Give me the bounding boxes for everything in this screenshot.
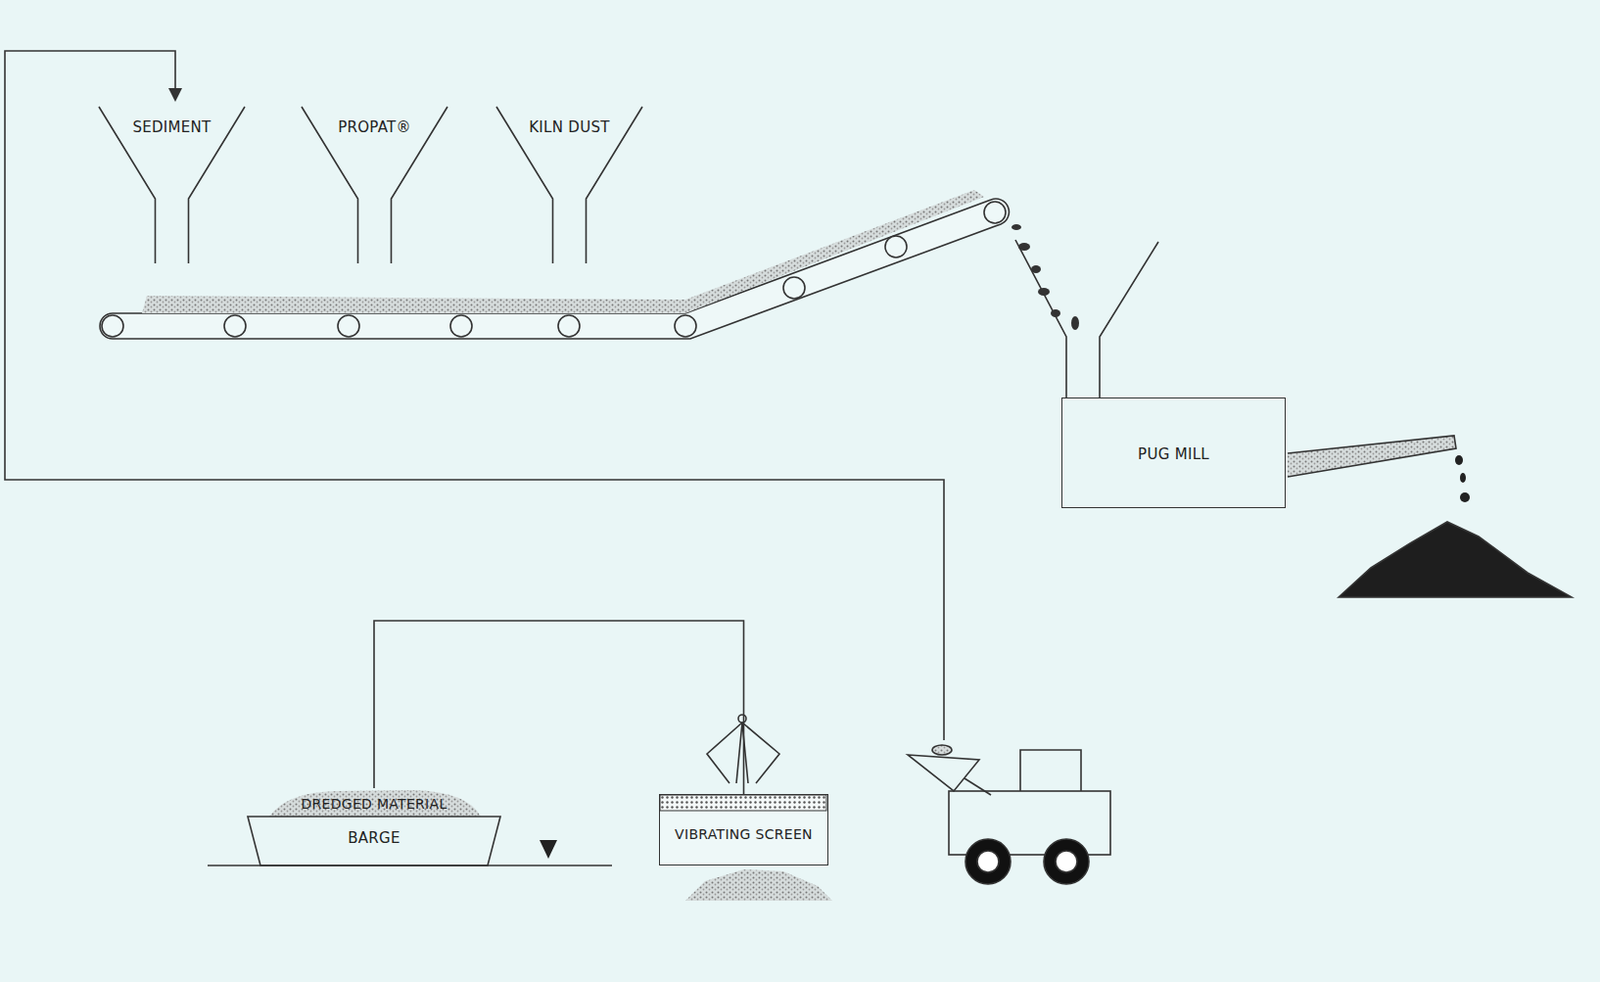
node-label: PUG MILL bbox=[1062, 445, 1285, 464]
node-sublabel: BARGE bbox=[247, 829, 501, 848]
return-line bbox=[4, 50, 944, 741]
falling-material bbox=[1011, 224, 1080, 330]
conveyor-roller bbox=[984, 201, 1006, 224]
belt-material bbox=[141, 189, 985, 314]
screen-mesh bbox=[659, 795, 827, 811]
conveyor-roller bbox=[558, 315, 580, 337]
node-label: KILN DUST bbox=[496, 118, 643, 137]
return-arrowhead bbox=[168, 88, 183, 102]
flow-connector bbox=[374, 620, 745, 795]
screened-pile bbox=[685, 869, 833, 901]
vibrating-screen-box: VIBRATING SCREEN bbox=[658, 794, 829, 866]
conveyor-rollers bbox=[101, 201, 1006, 337]
conveyor-roller bbox=[885, 235, 907, 258]
feed-hopper: PROPAT® bbox=[301, 106, 448, 264]
conveyor-roller bbox=[337, 315, 360, 337]
feed-hopper: KILN DUST bbox=[496, 106, 643, 264]
conveyor-roller bbox=[783, 277, 805, 299]
conveyor-roller bbox=[101, 315, 124, 337]
pug-mill-hopper bbox=[1015, 239, 1159, 398]
pug-mill-box: PUG MILL bbox=[1061, 397, 1286, 509]
hopper-outline bbox=[301, 106, 448, 264]
node-label: VIBRATING SCREEN bbox=[659, 826, 828, 843]
falling-product bbox=[1455, 455, 1470, 503]
front-loader bbox=[907, 745, 1111, 885]
conveyor-roller bbox=[674, 315, 697, 337]
hopper-outline bbox=[496, 106, 643, 264]
node-label: PROPAT® bbox=[301, 118, 448, 137]
conveyor-roller bbox=[450, 315, 472, 337]
conveyor-belt bbox=[99, 198, 1009, 339]
feed-hopper: SEDIMENT bbox=[98, 106, 245, 264]
node-label: DREDGED MATERIAL bbox=[247, 796, 501, 812]
hopper-outline bbox=[98, 106, 245, 264]
node-label: SEDIMENT bbox=[98, 118, 245, 137]
product-pile bbox=[1338, 521, 1572, 598]
conveyor-roller bbox=[224, 315, 246, 337]
discharge-chute bbox=[1287, 435, 1457, 477]
barge-shape: DREDGED MATERIAL BARGE bbox=[247, 788, 501, 866]
barge-hull bbox=[247, 816, 501, 866]
water-level-symbol bbox=[539, 840, 558, 859]
